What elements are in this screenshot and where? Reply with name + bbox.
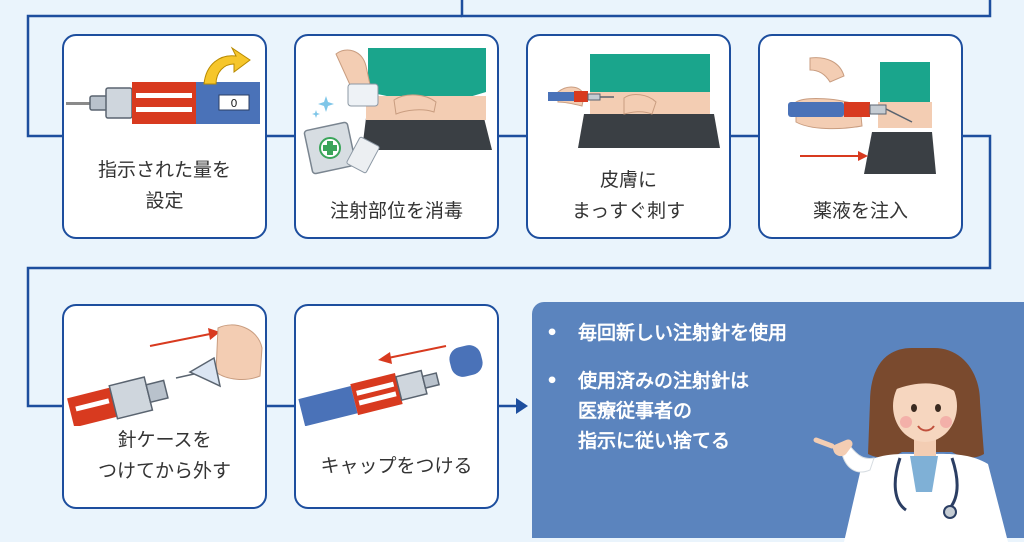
notes-panel: • 毎回新しい注射針を使用 • 使用済みの注射針は 医療従事者の 指示に従い捨て… bbox=[532, 302, 1024, 542]
dose-dial-value: 0 bbox=[231, 97, 238, 110]
disinfect-illustration bbox=[303, 48, 492, 175]
step-card-set-dose: 0 指示された量を設定 bbox=[62, 34, 267, 239]
step-card-inject: 薬液を注入 bbox=[758, 34, 963, 239]
flow-arrow-head bbox=[516, 398, 528, 414]
step-label: 注射部位を消毒 bbox=[329, 200, 463, 222]
pull-arrow-head bbox=[208, 328, 220, 340]
attach-cap-illustration bbox=[298, 345, 483, 426]
step-card-insert-needle: 皮膚にまっすぐ刺す bbox=[526, 34, 731, 239]
step-label: キャップをつける bbox=[320, 455, 473, 477]
step-card-remove-needle: 針ケースをつけてから外す bbox=[62, 304, 267, 509]
insert-needle-illustration bbox=[548, 54, 720, 148]
cap-arrow-line bbox=[387, 345, 447, 359]
step-label: 針ケースをつけてから外す bbox=[97, 429, 231, 482]
step-card-attach-cap: キャップをつける bbox=[294, 304, 499, 509]
push-arrow-head bbox=[858, 151, 868, 161]
step-card-disinfect: 注射部位を消毒 bbox=[294, 34, 499, 239]
doctor-illustration bbox=[813, 348, 1008, 542]
turn-arrow-icon bbox=[203, 46, 251, 85]
pen-dial-illustration: 0 bbox=[66, 46, 260, 124]
cap-arrow-head bbox=[378, 352, 392, 364]
remove-needle-illustration bbox=[67, 324, 263, 426]
step-label: 皮膚にまっすぐ刺す bbox=[571, 169, 686, 222]
inject-illustration bbox=[788, 57, 936, 174]
step-label: 指示された量を設定 bbox=[97, 159, 231, 212]
pull-arrow-line bbox=[149, 333, 211, 347]
step-label: 薬液を注入 bbox=[812, 200, 908, 222]
